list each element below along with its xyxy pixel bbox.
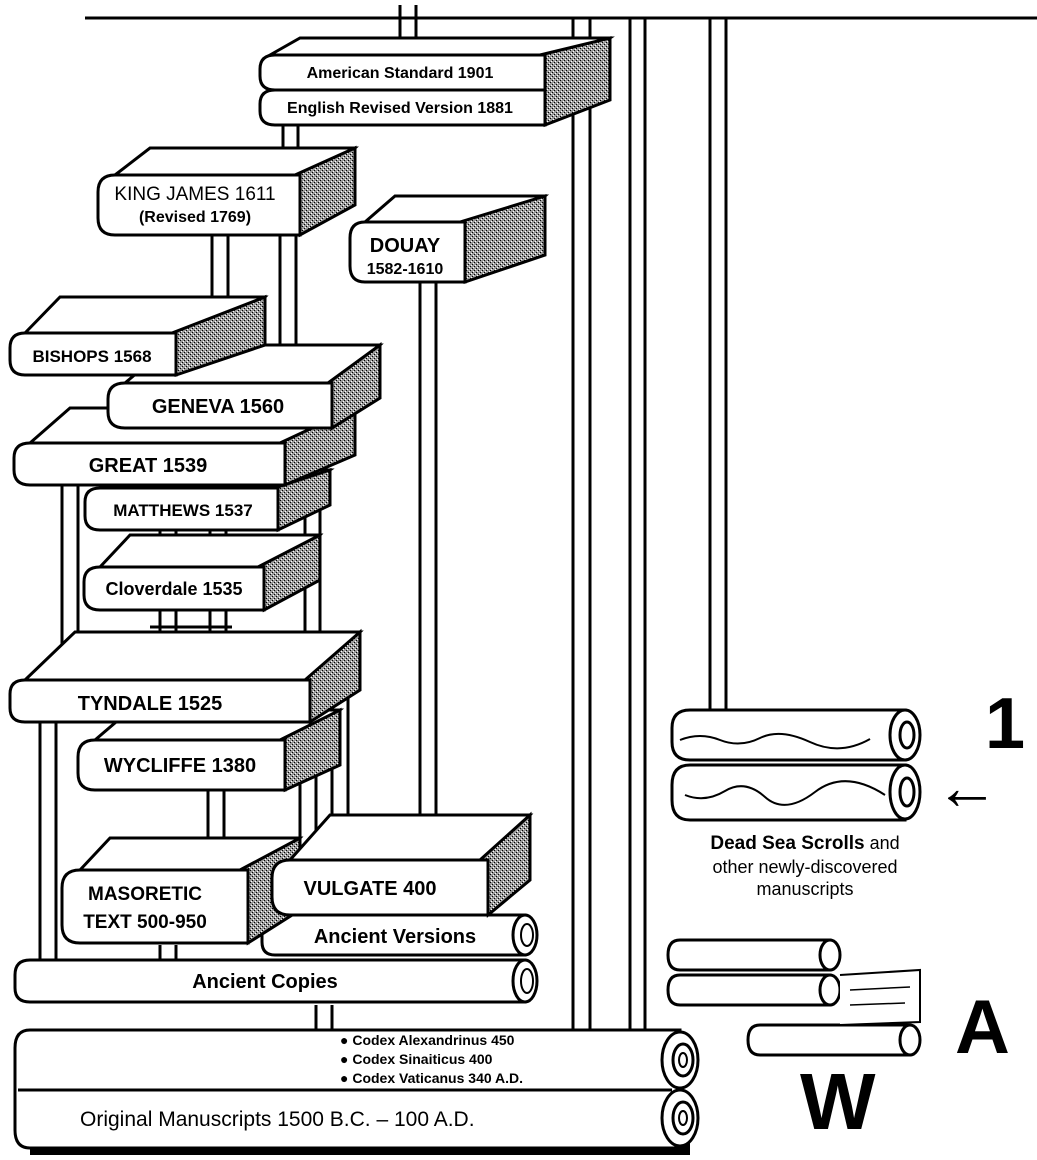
fragment-scrolls-icon <box>666 938 922 1057</box>
dead-sea-scrolls-caption: Dead Sea Scrolls and other newly-discove… <box>655 832 955 901</box>
great-label: GREAT 1539 <box>89 455 208 477</box>
douay-book <box>348 193 550 285</box>
dead-sea-scrolls-line3: manuscripts <box>756 879 854 900</box>
dead-sea-scrolls-icon <box>670 708 922 822</box>
marker-w: W <box>800 1057 876 1146</box>
ancient-versions-label: Ancient Versions <box>314 926 476 948</box>
tyndale-book <box>8 628 364 725</box>
american-standard-label: American Standard 1901 <box>307 65 494 82</box>
douay-label: DOUAY <box>370 235 441 257</box>
codex-alexandrinus-label: ● Codex Alexandrinus 450 <box>340 1032 515 1048</box>
vulgate-label: VULGATE 400 <box>304 878 437 900</box>
marker-one: 1 <box>985 684 1026 764</box>
dead-sea-scrolls-line2: other newly-discovered <box>712 856 898 877</box>
bishops-label: BISHOPS 1568 <box>32 347 151 366</box>
geneva-label: GENEVA 1560 <box>152 396 284 418</box>
douay-years-label: 1582-1610 <box>367 261 444 278</box>
bishops-book <box>8 294 269 378</box>
dead-sea-scrolls-title: Dead Sea Scrolls <box>710 833 865 854</box>
codex-vaticanus-label: ● Codex Vaticanus 340 A.D. <box>340 1070 523 1086</box>
king-james-book <box>96 145 359 238</box>
codex-sinaiticus-label: ● Codex Sinaiticus 400 <box>340 1051 493 1067</box>
ancient-copies-label: Ancient Copies <box>192 971 338 993</box>
marker-a: A <box>955 985 1010 1070</box>
cloverdale-book <box>82 532 324 613</box>
wycliffe-label: WYCLIFFE 1380 <box>104 755 256 777</box>
king-james-revised-label: (Revised 1769) <box>139 209 251 226</box>
ancient-copies-scroll <box>13 958 539 1004</box>
original-manuscripts-label: Original Manuscripts 1500 B.C. – 100 A.D… <box>80 1108 475 1131</box>
arrow-left-icon: ← <box>935 751 999 823</box>
matthews-label: MATTHEWS 1537 <box>113 501 253 520</box>
cloverdale-label: Cloverdale 1535 <box>105 579 242 599</box>
masoretic-label-2: TEXT 500-950 <box>83 912 207 933</box>
tyndale-label: TYNDALE 1525 <box>78 693 223 715</box>
english-revised-label: English Revised Version 1881 <box>287 100 513 117</box>
dead-sea-scrolls-and: and <box>864 833 900 853</box>
american-standard-book <box>258 36 615 128</box>
vulgate-book <box>270 811 534 918</box>
masoretic-label-1: MASORETIC <box>88 884 202 905</box>
king-james-label: KING JAMES 1611 <box>114 184 275 205</box>
original-manuscripts-scroll <box>13 1028 700 1155</box>
